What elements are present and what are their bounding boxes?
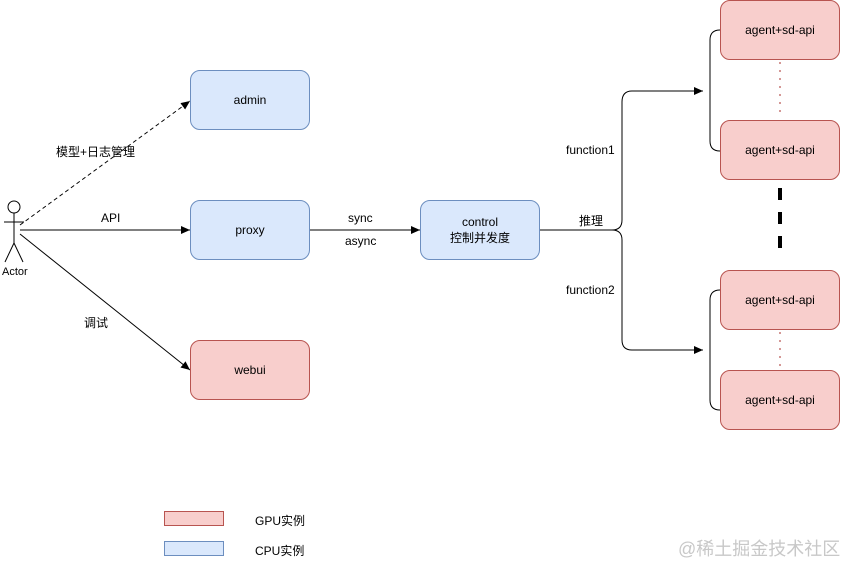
edge-label-webui: 调试: [84, 316, 109, 330]
agent-node-label: agent+sd-api: [745, 23, 815, 37]
control-node-label: control: [461, 215, 499, 229]
edge-label-function2: function2: [566, 283, 615, 297]
control-node: control 控制并发度: [420, 200, 540, 260]
agent-node-label: agent+sd-api: [745, 393, 815, 407]
agent-node-3: agent+sd-api: [720, 270, 840, 330]
agent-node-label: agent+sd-api: [745, 143, 815, 157]
edge-label-admin: 模型+日志管理: [56, 145, 136, 159]
edge-label-api: API: [101, 211, 121, 225]
edge-actor-admin: [19, 100, 191, 226]
proxy-node-label: proxy: [235, 223, 265, 237]
legend-cpu-swatch: [164, 541, 224, 556]
webui-node: webui: [190, 340, 310, 400]
legend-gpu-swatch: [164, 511, 224, 526]
agent-node-1: agent+sd-api: [720, 0, 840, 60]
admin-node: admin: [190, 70, 310, 130]
admin-node-label: admin: [233, 93, 267, 107]
agent-node-label: agent+sd-api: [745, 293, 815, 307]
edge-actor-webui: [19, 233, 191, 371]
bracket-top: [709, 29, 721, 152]
edge-function2: [611, 229, 703, 354]
agent-node-2: agent+sd-api: [720, 120, 840, 180]
agent-node-4: agent+sd-api: [720, 370, 840, 430]
edge-label-sync: sync: [348, 211, 373, 225]
webui-node-label: webui: [234, 363, 266, 377]
bracket-bottom: [709, 289, 721, 411]
edge-label-function1: function1: [566, 143, 615, 157]
control-node-sublabel: 控制并发度: [449, 231, 510, 245]
edge-label-infer: 推理: [579, 214, 604, 228]
watermark: @稀土掘金技术社区: [678, 539, 841, 559]
edge-label-async: async: [345, 234, 377, 248]
proxy-node: proxy: [190, 200, 310, 260]
legend-gpu-label: GPU实例: [255, 514, 306, 528]
legend-cpu-label: CPU实例: [255, 544, 305, 558]
actor-label: Actor: [2, 266, 28, 278]
edge-function1: [611, 87, 703, 231]
actor-figure: [4, 200, 24, 263]
